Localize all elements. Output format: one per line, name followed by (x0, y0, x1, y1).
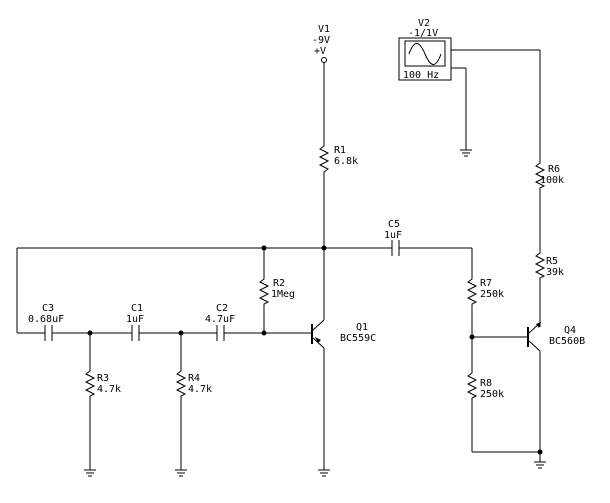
c1-value: 1uF (126, 314, 144, 325)
resistor-r6: R6 100k (534, 160, 564, 250)
ground-symbol (84, 469, 96, 477)
r7-name: R7 (480, 278, 492, 289)
r6-value: 100k (540, 175, 564, 186)
c5-name: C5 (388, 219, 400, 230)
capacitor-c2: C2 4.7uF (205, 303, 312, 341)
v1-value: -9V (312, 35, 330, 46)
r4-name: R4 (188, 373, 200, 384)
r3-value: 4.7k (97, 384, 121, 395)
capacitor-c3: C3 0.68uF (28, 303, 132, 341)
v2-value: -1/1V (408, 28, 438, 39)
q4-name: Q4 (564, 325, 576, 336)
v1-supply: V1 -9V +V (312, 24, 330, 140)
v2-name: V2 (418, 18, 430, 29)
r8-value: 250k (480, 389, 504, 400)
resistor-r5: R5 39k (534, 250, 564, 327)
capacitor-c5: C5 1uF (384, 219, 473, 276)
r2-value: 1Meg (271, 289, 295, 300)
ground-symbol (534, 461, 546, 469)
v1-pin: +V (314, 46, 326, 57)
ground-symbol (175, 469, 187, 477)
c2-name: C2 (216, 303, 228, 314)
r6-name: R6 (548, 164, 560, 175)
ground-symbol (460, 149, 472, 157)
transistor-q4: Q4 BC560B (472, 322, 585, 462)
c5-value: 1uF (384, 230, 402, 241)
r7-value: 250k (480, 289, 504, 300)
r3-name: R3 (97, 373, 109, 384)
resistor-r3: R3 4.7k (84, 333, 121, 470)
q1-part: BC559C (340, 333, 376, 344)
resistor-r4: R4 4.7k (175, 333, 212, 470)
r5-name: R5 (546, 256, 558, 267)
transistor-q1: Q1 BC559C (311, 248, 376, 470)
r1-value: 6.8k (334, 156, 358, 167)
ground-symbol (318, 469, 330, 477)
c3-name: C3 (42, 303, 54, 314)
junction-dots (87, 245, 543, 455)
resistor-r2: R2 1Meg (258, 248, 295, 333)
r4-value: 4.7k (188, 384, 212, 395)
v2-source: 100 Hz V2 -1/1V (398, 18, 541, 160)
q1-name: Q1 (356, 322, 368, 333)
v2-freq: 100 Hz (403, 70, 439, 81)
q4-part: BC560B (549, 336, 585, 347)
resistor-r1: R1 6.8k (318, 140, 358, 248)
r2-name: R2 (273, 278, 285, 289)
feedback-wire (16, 247, 392, 334)
resistor-r8: R8 250k (466, 370, 540, 453)
r8-name: R8 (480, 378, 492, 389)
c3-value: 0.68uF (28, 314, 64, 325)
c1-name: C1 (131, 303, 143, 314)
resistor-r7: R7 250k (466, 276, 504, 370)
r5-value: 39k (546, 267, 564, 278)
capacitor-c1: C1 1uF (126, 303, 217, 341)
r1-name: R1 (334, 145, 346, 156)
c2-value: 4.7uF (205, 314, 235, 325)
v1-name: V1 (318, 24, 330, 35)
